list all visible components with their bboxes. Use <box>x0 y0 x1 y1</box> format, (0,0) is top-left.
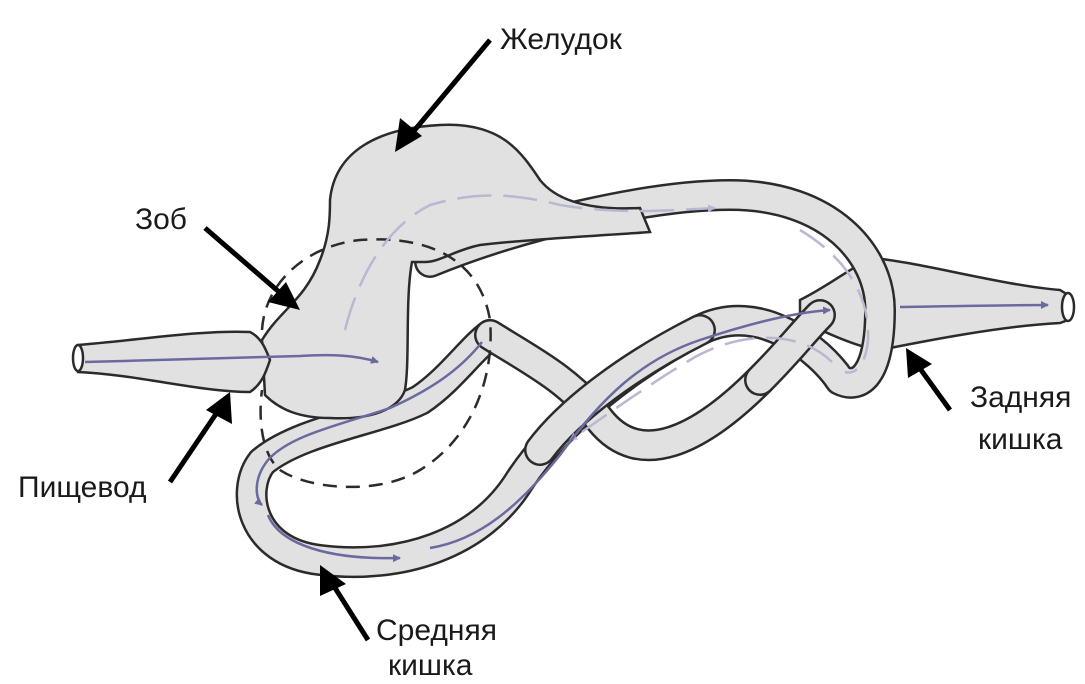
label-crop: Зоб <box>135 202 187 238</box>
label-stomach: Желудок <box>500 22 622 58</box>
label-midgut-line1: Средняя <box>376 613 497 649</box>
label-hindgut-line2: кишка <box>978 422 1062 458</box>
pointer-arrow-esophagus <box>170 392 232 482</box>
pointer-arrow-crop <box>205 228 300 310</box>
label-esophagus: Пищевод <box>18 470 146 506</box>
pointer-arrow-hindgut <box>906 348 950 410</box>
label-midgut-line2: кишка <box>388 648 472 684</box>
label-hindgut-line1: Задняя <box>970 380 1071 416</box>
